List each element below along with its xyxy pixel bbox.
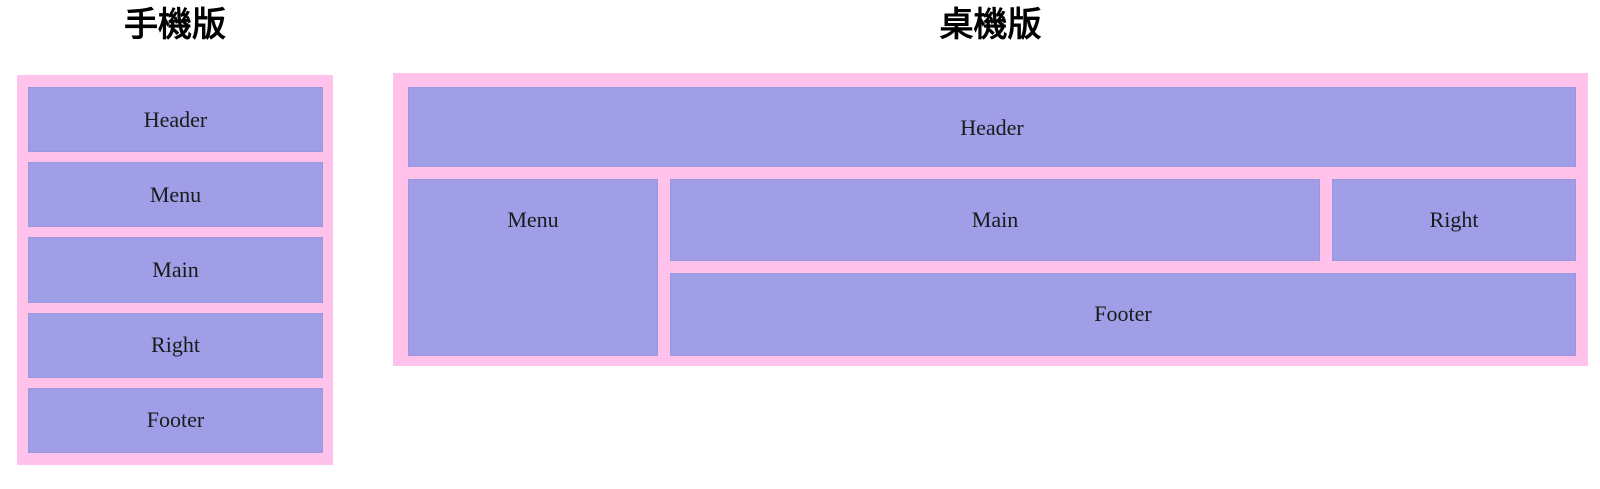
mobile-menu-box: Menu — [28, 162, 323, 228]
desktop-menu-box: Menu — [408, 179, 658, 356]
mobile-header-box: Header — [28, 87, 323, 153]
desktop-right-box: Right — [1332, 179, 1576, 261]
mobile-main-box: Main — [28, 237, 323, 303]
desktop-layout-container: Header Menu Main Right Footer — [393, 73, 1588, 366]
desktop-main-box: Main — [670, 179, 1320, 261]
mobile-footer-box: Footer — [28, 387, 323, 454]
desktop-footer-box: Footer — [670, 273, 1576, 356]
mobile-right-box: Right — [28, 312, 323, 378]
mobile-version-title: 手機版 — [124, 5, 226, 45]
mobile-layout-container: Header Menu Main Right Footer — [17, 75, 333, 465]
desktop-header-box: Header — [408, 87, 1576, 167]
desktop-version-title: 桌機版 — [939, 5, 1042, 45]
